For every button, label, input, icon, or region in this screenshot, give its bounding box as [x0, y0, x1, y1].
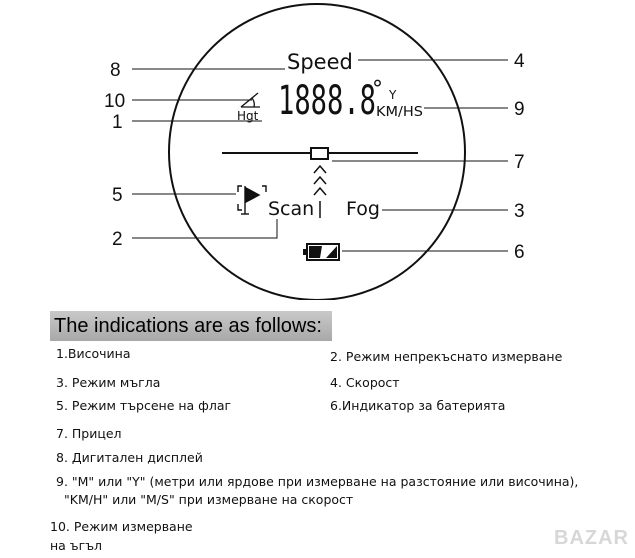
lcd-diagram: Speed 1888.8 ° Y KM/HS Hgt Scan Fog — [104, 3, 525, 300]
eyepiece-circle — [168, 3, 466, 300]
fog-label: Fog — [346, 198, 380, 220]
legend-item-3: 3. Режим мъгла — [56, 375, 161, 390]
indications-heading: The indications are as follows: — [50, 311, 332, 341]
digital-display: 1888.8 — [278, 78, 376, 124]
flag-icon — [237, 185, 267, 215]
callout-6: 6 — [514, 242, 525, 263]
crosshair-reticle — [222, 147, 418, 218]
legend-item-10: 10. Режим измерване — [50, 519, 193, 534]
legend-item-1: 1.Височина — [56, 346, 131, 361]
callout-leader-lines — [132, 59, 508, 252]
legend-item-6: 6.Индикатор за батерията — [330, 398, 506, 413]
watermark-logo: BAZAR — [554, 527, 629, 549]
degree-symbol: ° — [372, 77, 383, 102]
callout-7: 7 — [514, 152, 525, 173]
legend-item-5: 5. Режим търсене на флаг — [56, 398, 232, 413]
battery-icon — [303, 243, 340, 261]
legend-item-9: 9. "M" или "Y" (метри или ярдове при изм… — [56, 474, 579, 489]
scan-label: Scan — [268, 198, 314, 220]
callout-8: 8 — [110, 60, 121, 81]
callout-10: 10 — [104, 91, 125, 112]
legend-item-9-continued: "KM/H" или "M/S" при измерване на скорос… — [64, 492, 354, 507]
unit-km-hs: KM/HS — [376, 105, 423, 120]
legend-item-2: 2. Режим непрекъснато измерване — [330, 349, 563, 364]
legend-item-4: 4. Скорост — [330, 375, 400, 390]
legend-item-8: 8. Дигитален дисплей — [56, 450, 203, 465]
callout-3: 3 — [514, 201, 525, 222]
callout-2: 2 — [112, 229, 123, 250]
callout-9: 9 — [514, 99, 525, 120]
legend-item-7: 7. Прицел — [56, 426, 122, 441]
unit-y: Y — [388, 88, 397, 102]
callout-5: 5 — [112, 185, 123, 206]
callout-1: 1 — [112, 112, 123, 133]
legend-item-10-continued: на ъгъл — [50, 538, 103, 553]
speed-label: Speed — [287, 50, 353, 74]
callout-4: 4 — [514, 51, 525, 72]
hgt-label: Hgt — [237, 109, 259, 123]
